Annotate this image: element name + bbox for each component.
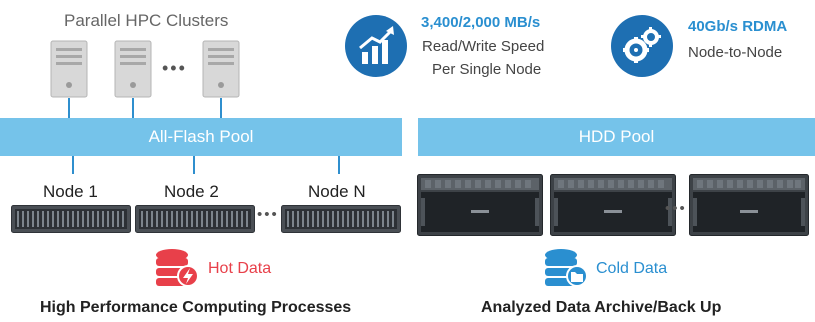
connector-line [68,98,70,118]
flash-storage-unit [281,205,401,233]
server-tower-icon [114,40,152,98]
archive-caption: Analyzed Data Archive/Back Up [481,299,722,316]
database-lightning-icon [154,248,202,290]
all-flash-pool-bar: All-Flash Pool [0,118,402,156]
speed-line1: Read/Write Speed [422,38,545,55]
hdd-storage-unit [550,174,676,236]
hot-data-label: Hot Data [208,260,272,277]
flash-storage-unit [135,205,255,233]
database-folder-icon [543,248,591,290]
speed-line2: Per Single Node [432,61,542,78]
connector-line [132,98,134,118]
storage-ellipsis: ••• [665,200,687,217]
flash-storage-unit [11,205,131,233]
hdd-storage-unit [689,174,809,236]
speed-value: 3,400/2,000 MB/s [421,14,541,31]
hpc-caption: High Performance Computing Processes [40,299,352,316]
network-value: 40Gb/s RDMA [688,18,788,35]
connector-line [72,156,74,174]
cold-data-label: Cold Data [596,260,668,277]
node-label: Node 2 [164,182,219,201]
gears-icon [610,14,674,78]
clusters-ellipsis: ••• [162,58,187,78]
hdd-pool-bar: HDD Pool [418,118,815,156]
connector-line [338,156,340,174]
clusters-title: Parallel HPC Clusters [64,11,229,30]
server-tower-icon [50,40,88,98]
hdd-storage-unit [417,174,543,236]
rising-chart-icon [344,14,408,78]
network-line1: Node-to-Node [688,44,783,61]
node-label: Node N [308,182,366,201]
storage-ellipsis: ••• [257,206,279,223]
connector-line [193,156,195,174]
server-tower-icon [202,40,240,98]
connector-line [220,98,222,118]
node-label: Node 1 [43,182,98,201]
